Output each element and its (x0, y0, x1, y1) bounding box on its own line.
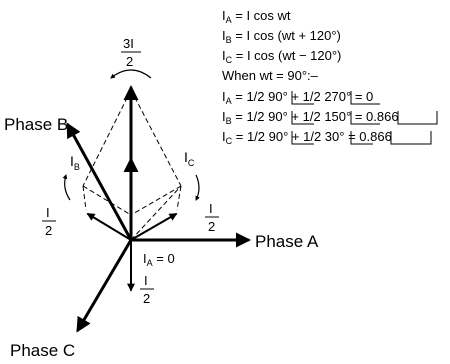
angle-mark-ib-90 (291, 111, 314, 125)
eq-ib-value: IB = 1/2 90° + 1/2 150° = 0.866 (222, 109, 399, 126)
phase-b-arrow (66, 122, 133, 242)
phasors (66, 85, 251, 333)
angle-mark-ic-30 (350, 131, 373, 145)
half-i-right-denominator: 2 (208, 219, 215, 234)
three-i-over-2-label: 3I 2 (121, 36, 141, 69)
dash-origin-to-ic (130, 185, 182, 241)
rotation-arrow-ib (62, 174, 71, 201)
ib-vector-label: IB (70, 153, 80, 172)
angle-mark-ia-90 (291, 91, 314, 105)
half-i-bottom-denominator: 2 (143, 291, 150, 306)
phase-b-label: Phase B (4, 115, 68, 134)
dash-top-to-ic (130, 89, 182, 187)
angle-mark-ia-270 (350, 91, 380, 105)
dash-ib-to-half (82, 185, 87, 211)
eq-ib-definition: IB = I cos (wt + 120°) (222, 28, 341, 45)
dash-ib-to-mid (82, 185, 132, 216)
half-i-bottom-numerator: I (144, 273, 148, 288)
eq-ic-value: IC = 1/2 90° + 1/2 30° = 0.866 (222, 129, 392, 146)
half-i-left-numerator: I (46, 205, 50, 220)
phase-a-label: Phase A (255, 232, 319, 251)
angle-mark-ic-90 (291, 131, 314, 145)
dash-ic-to-mid (130, 185, 182, 216)
angle-mark-ib-150 (350, 111, 380, 125)
half-i-left-arrow (86, 213, 132, 241)
ia-zero-label: IA = 0 (143, 251, 175, 268)
eq-ia-value: IA = 1/2 90° + 1/2 270° = 0 (222, 89, 373, 106)
half-i-left-label: I 2 (42, 205, 56, 238)
angle-mark-ib-result (397, 111, 438, 125)
eq-when-condition: When wt = 90°:– (222, 68, 319, 83)
three-i-denominator: 2 (126, 54, 133, 69)
dash-ic-to-half (176, 185, 182, 211)
equations-block: IA = I cos wt IB = I cos (wt + 120°) IC … (222, 8, 438, 146)
half-i-left-denominator: 2 (45, 223, 52, 238)
ic-vector-label: IC (184, 149, 195, 168)
rotation-arrow-ic (195, 174, 200, 201)
eq-ia-definition: IA = I cos wt (222, 8, 291, 25)
half-i-right-arrow (130, 213, 178, 241)
half-i-right-label: I 2 (205, 201, 219, 234)
phase-c-label: Phase C (10, 341, 75, 360)
eq-ic-definition: IC = I cos (wt − 120°) (222, 48, 341, 65)
rotation-arrows (62, 69, 200, 201)
angle-notation-marks (291, 91, 438, 145)
angle-mark-ic-result (390, 131, 432, 145)
three-i-numerator: 3I (123, 36, 134, 51)
half-i-bottom-label: I 2 (140, 273, 154, 306)
rotation-arrow-top (110, 69, 152, 79)
dash-top-to-ib (82, 89, 132, 187)
half-i-right-numerator: I (209, 201, 213, 216)
phase-c-arrow (76, 238, 133, 333)
